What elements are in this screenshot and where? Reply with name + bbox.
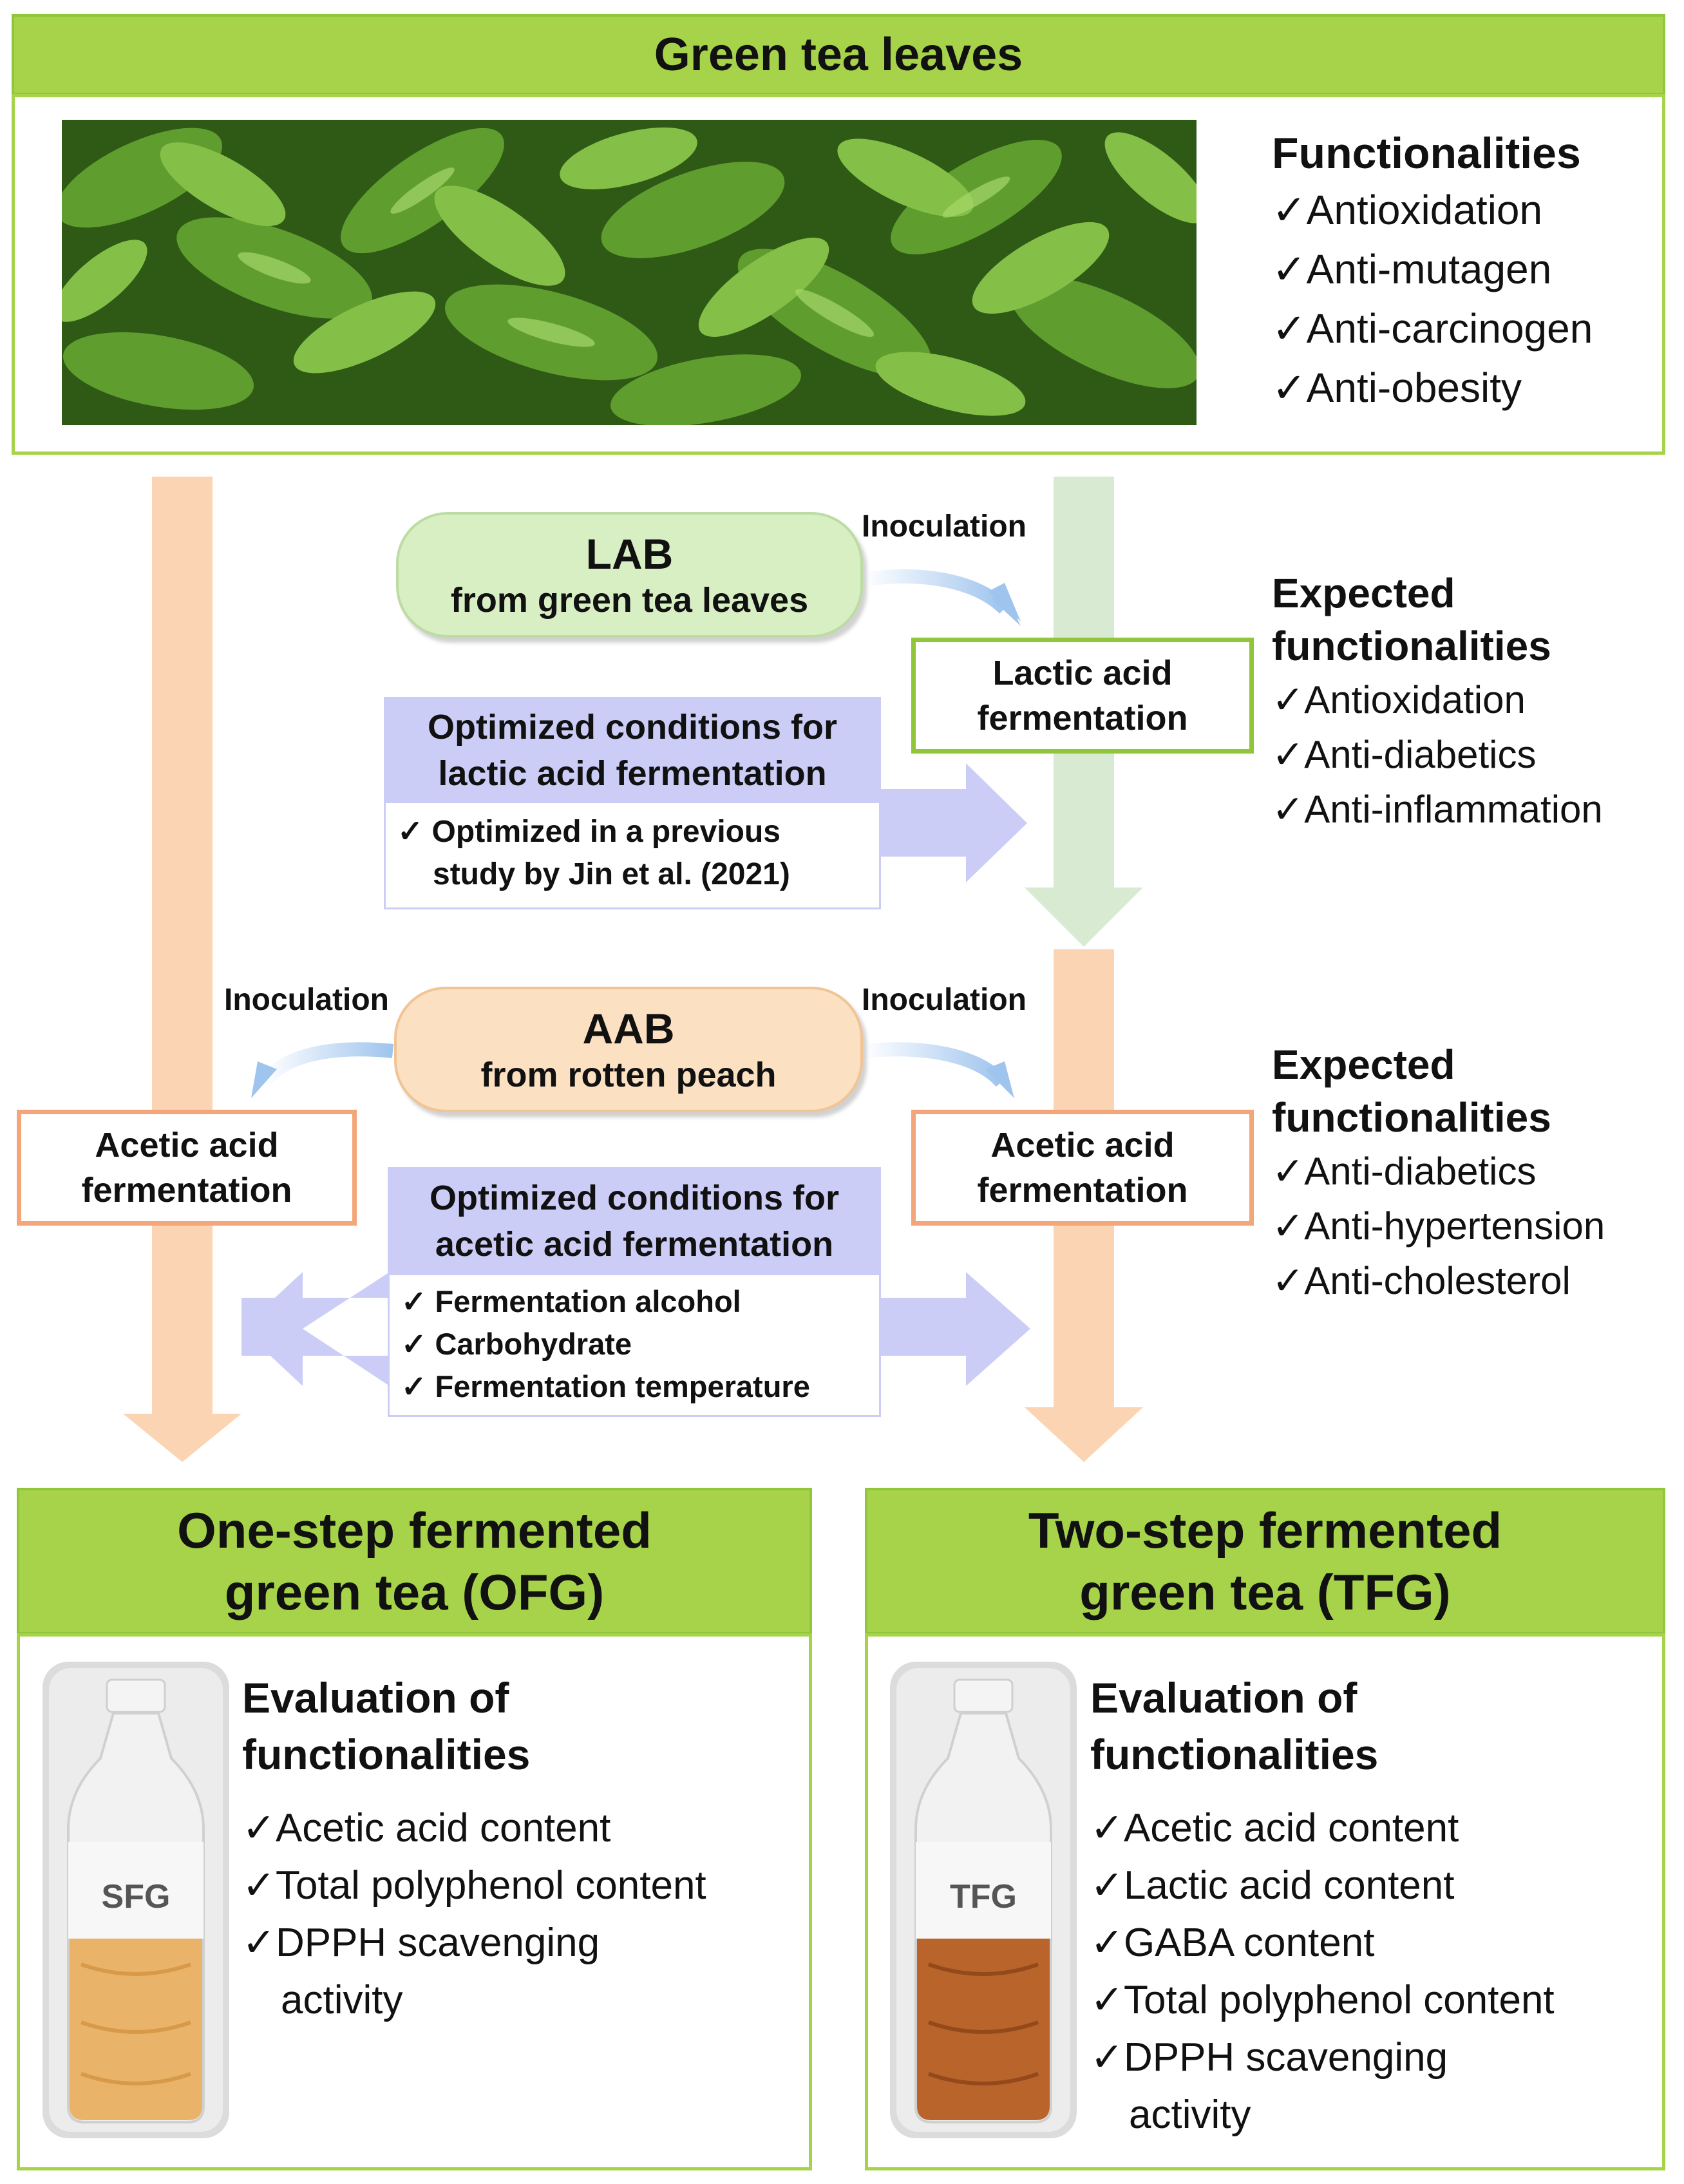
ofg-header: One-step fermented green tea (OFG) — [17, 1488, 812, 1635]
top-func-item: ✓Anti-obesity — [1272, 365, 1522, 411]
top-title: Green tea leaves — [654, 29, 1023, 81]
ofg-eval-item: ✓Acetic acid content — [242, 1806, 611, 1850]
ofg-eval-item: ✓DPPH scavenging — [242, 1921, 600, 1965]
expected1-item: ✓Anti-inflammation — [1272, 788, 1603, 831]
aab-inoculation-label-right: Inoculation — [862, 983, 1026, 1017]
ofg-eval-item-cont: activity — [281, 1978, 403, 2022]
lactic-box-line1: Lactic acid — [992, 654, 1173, 692]
top-header: Green tea leaves — [12, 14, 1665, 95]
top-func-item: ✓Anti-mutagen — [1272, 246, 1552, 292]
opt-acetic-item: ✓ Fermentation alcohol — [401, 1284, 741, 1318]
ofg-title1: One-step fermented — [177, 1502, 652, 1559]
expected2-title1: Expected — [1272, 1041, 1455, 1088]
acetic-left-line1: Acetic acid — [95, 1126, 279, 1164]
opt-lactic-body: ✓ Optimized in a previous study by Jin e… — [384, 803, 881, 909]
lactic-fermentation-box: Lactic acid fermentation — [911, 638, 1254, 754]
tfg-eval-item-cont: activity — [1129, 2093, 1251, 2137]
opt-acetic-title: Optimized conditions for acetic acid fer… — [388, 1167, 881, 1275]
opt-lactic-title: Optimized conditions for lactic acid fer… — [384, 697, 881, 803]
expected2-title2: functionalities — [1272, 1094, 1551, 1141]
tfg-eval-item: ✓Lactic acid content — [1090, 1863, 1455, 1908]
aab-pill-line2: from rotten peach — [480, 1055, 777, 1094]
ofg-evaluation: Evaluation of functionalities ✓Acetic ac… — [242, 1669, 809, 2029]
aab-pill-line1: AAB — [582, 1004, 675, 1052]
opt-lactic-item2: study by Jin et al. (2021) — [433, 857, 790, 891]
aab-inoculation-head-left — [251, 1061, 277, 1098]
acetic-fermentation-box-right: Acetic acid fermentation — [911, 1110, 1254, 1226]
tfg-title1: Two-step fermented — [1028, 1502, 1502, 1559]
aab-inoculation-label-left: Inoculation — [224, 983, 389, 1017]
aab-inoculation-curve-left — [258, 1042, 394, 1087]
ofg-eval-item: ✓Total polyphenol content — [242, 1863, 706, 1908]
opt-acetic-title2: acetic acid fermentation — [435, 1225, 834, 1264]
sfg-bottle-label: SFG — [102, 1878, 171, 1915]
tfg-eval-item: ✓Acetic acid content — [1090, 1806, 1459, 1850]
lab-inoculation-curve — [862, 569, 1010, 614]
opt-lactic-title1: Optimized conditions for — [428, 707, 837, 746]
tfg-eval-item: ✓DPPH scavenging — [1090, 2035, 1448, 2080]
acetic-right-line2: fermentation — [977, 1171, 1188, 1210]
top-func-item: ✓Anti-carcinogen — [1272, 305, 1593, 352]
tfg-header: Two-step fermented green tea (TFG) — [865, 1488, 1665, 1635]
lab-pill: LAB from green tea leaves — [396, 512, 863, 638]
opt-lactic-item1: ✓ Optimized in a previous — [397, 815, 781, 849]
lab-pill-line2: from green tea leaves — [450, 580, 809, 620]
expected-functionalities-2: Expected functionalities ✓Anti-diabetics… — [1272, 1038, 1671, 1308]
expected2-item: ✓Anti-cholesterol — [1272, 1259, 1571, 1302]
opt-acetic-title1: Optimized conditions for — [430, 1179, 839, 1217]
sfg-bottle-image: SFG — [43, 1662, 229, 2138]
opt-acetic-item: ✓ Carbohydrate — [401, 1327, 632, 1361]
expected1-item: ✓Antioxidation — [1272, 678, 1526, 721]
acetic-conditions-arrow-right — [879, 1272, 1030, 1386]
opt-acetic-item: ✓ Fermentation temperature — [401, 1369, 810, 1403]
aab-pill: AAB from rotten peach — [394, 987, 863, 1112]
acetic-conditions-arrow-left-head — [241, 1272, 303, 1386]
opt-lactic-title2: lactic acid fermentation — [438, 754, 827, 793]
expected1-item: ✓Anti-diabetics — [1272, 733, 1537, 776]
aab-inoculation-curve-right — [862, 1042, 1007, 1087]
aab-inoculation-head-right — [985, 1061, 1014, 1098]
tfg-title2: green tea (TFG) — [1079, 1564, 1451, 1620]
green-tea-leaves-image — [62, 120, 1197, 425]
tfg-eval-title2: functionalities — [1090, 1731, 1379, 1778]
tfg-bottle-label: TFG — [950, 1878, 1017, 1915]
tfg-bottle-image: TFG — [890, 1662, 1077, 2138]
ofg-eval-title1: Evaluation of — [242, 1674, 509, 1722]
lab-inoculation-head — [989, 583, 1021, 622]
ofg-eval-title2: functionalities — [242, 1731, 531, 1778]
ofg-title2: green tea (OFG) — [224, 1564, 605, 1620]
tfg-evaluation: Evaluation of functionalities ✓Acetic ac… — [1090, 1669, 1663, 2143]
tfg-eval-title1: Evaluation of — [1090, 1674, 1358, 1722]
lactic-conditions-arrow — [879, 763, 1027, 882]
expected1-title1: Expected — [1272, 570, 1455, 616]
acetic-fermentation-box-left: Acetic acid fermentation — [17, 1110, 357, 1226]
opt-acetic-body: ✓ Fermentation alcohol ✓ Carbohydrate ✓ … — [388, 1275, 881, 1417]
lab-pill-line1: LAB — [585, 529, 674, 578]
acetic-left-line2: fermentation — [81, 1171, 292, 1210]
top-func-title: Functionalities — [1272, 129, 1581, 178]
tfg-eval-item: ✓Total polyphenol content — [1090, 1978, 1555, 2022]
left-flow-arrow — [123, 477, 241, 1462]
expected2-item: ✓Anti-hypertension — [1272, 1204, 1605, 1248]
acetic-right-line1: Acetic acid — [990, 1126, 1175, 1164]
top-func-item: ✓Antioxidation — [1272, 187, 1543, 233]
expected-functionalities-1: Expected functionalities ✓Antioxidation … — [1272, 567, 1671, 837]
top-functionalities: Functionalities ✓Antioxidation ✓Anti-mut… — [1272, 126, 1665, 417]
lactic-box-line2: fermentation — [977, 699, 1188, 737]
expected1-title2: functionalities — [1272, 623, 1551, 669]
tfg-eval-item: ✓GABA content — [1090, 1921, 1375, 1965]
expected2-item: ✓Anti-diabetics — [1272, 1150, 1537, 1193]
lab-inoculation-label: Inoculation — [862, 509, 1026, 544]
